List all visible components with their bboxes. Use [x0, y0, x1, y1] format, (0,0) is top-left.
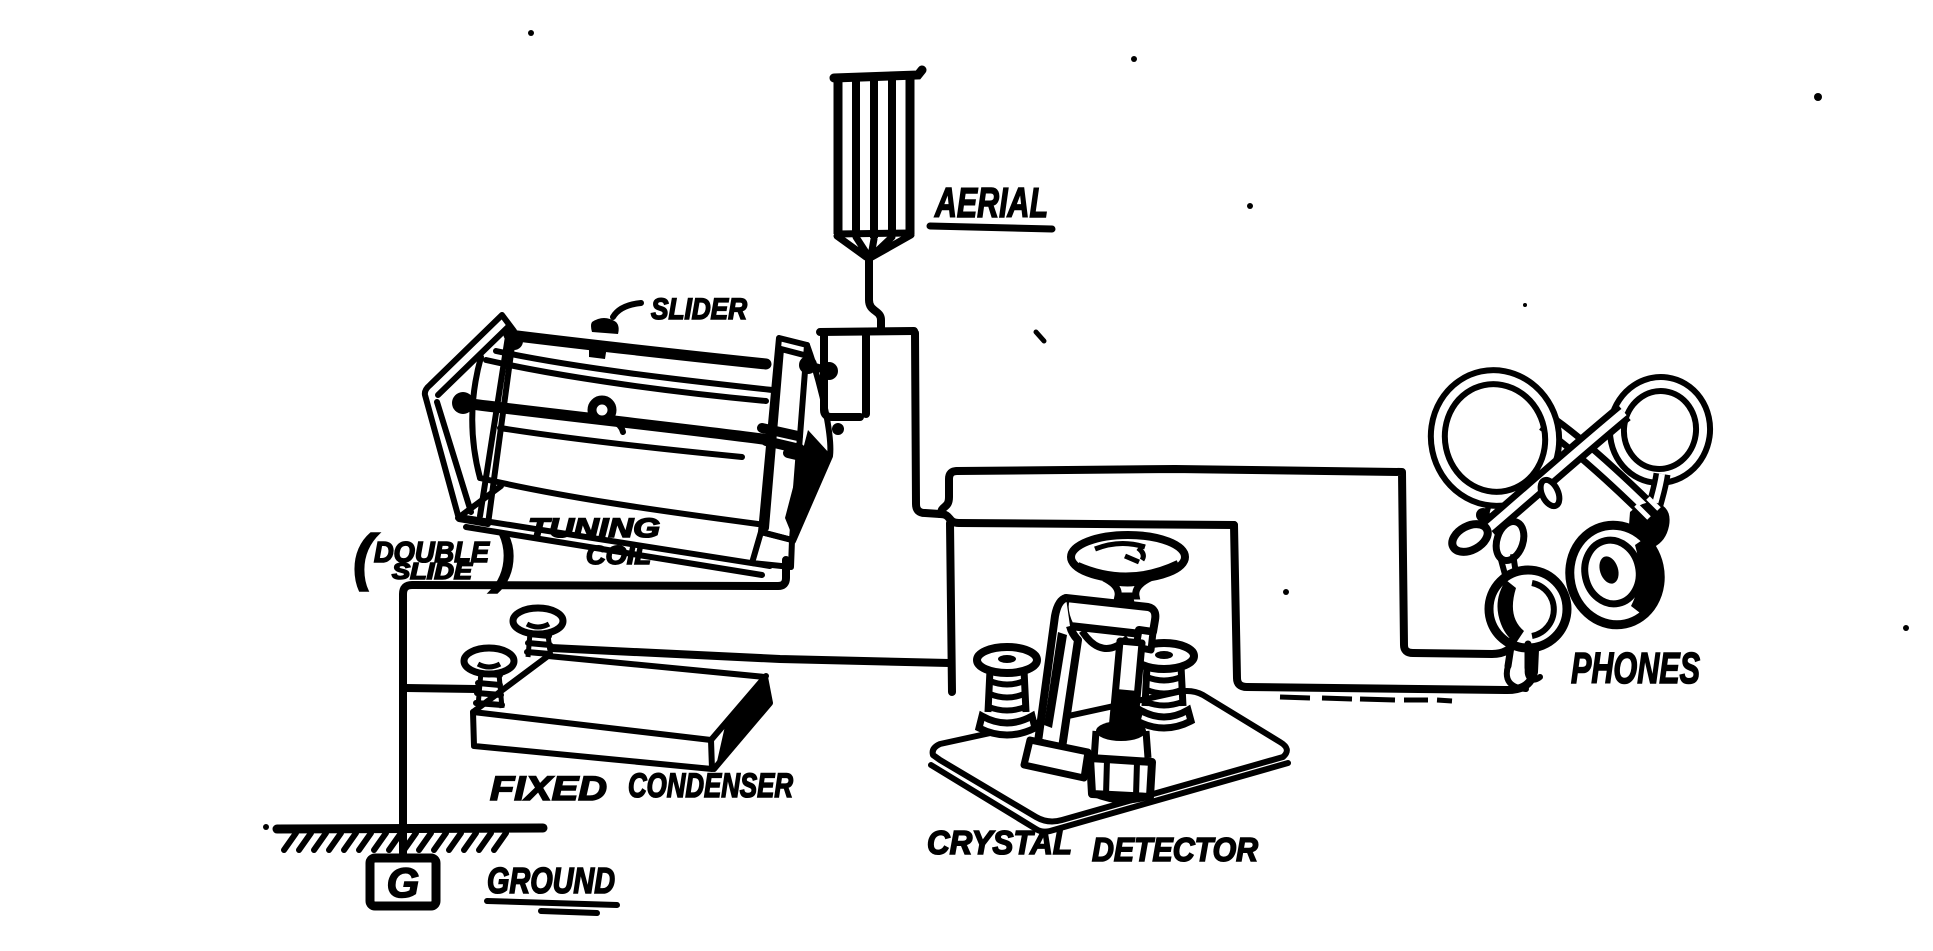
- svg-text:DOUBLE: DOUBLE: [374, 537, 491, 569]
- svg-text:DETECTOR: DETECTOR: [1092, 831, 1258, 868]
- svg-text:GROUND: GROUND: [487, 860, 615, 901]
- svg-text:CRYSTAL: CRYSTAL: [927, 824, 1072, 861]
- svg-text:AERIAL: AERIAL: [934, 179, 1048, 226]
- svg-text:CONDENSER: CONDENSER: [628, 767, 793, 805]
- svg-text:PHONES: PHONES: [1571, 644, 1700, 693]
- svg-text:SLIDE: SLIDE: [392, 558, 473, 584]
- svg-text:FIXED: FIXED: [490, 770, 607, 808]
- svg-text:G: G: [387, 859, 420, 906]
- svg-text:COIL: COIL: [586, 540, 651, 570]
- svg-text:TUNING: TUNING: [528, 513, 660, 543]
- svg-text:SLIDER: SLIDER: [651, 293, 747, 326]
